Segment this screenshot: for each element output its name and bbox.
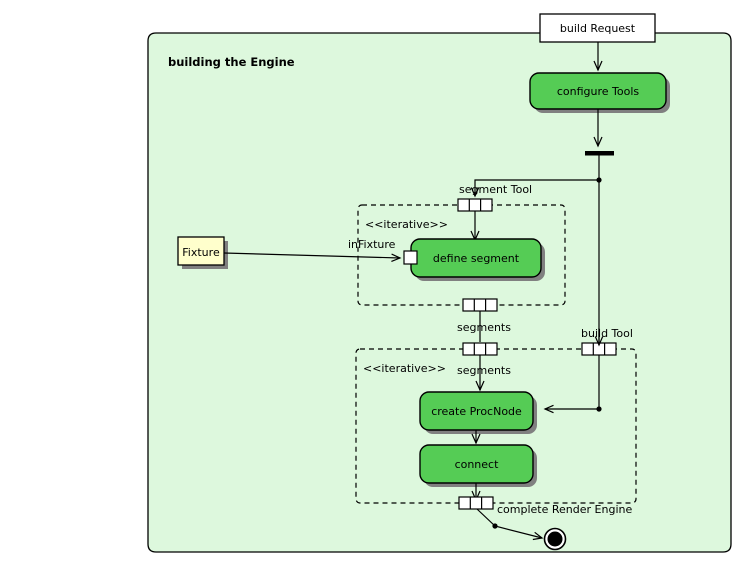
node-build-request-label: build Request bbox=[560, 22, 636, 35]
node-connect[interactable]: connect bbox=[419, 444, 537, 487]
pin-segments-out[interactable] bbox=[462, 298, 498, 312]
region-segments-stereotype: <<iterative>> bbox=[365, 218, 448, 231]
frame-title: building the Engine bbox=[168, 55, 295, 69]
pin-segments-in[interactable] bbox=[462, 342, 498, 356]
node-create-procnode[interactable]: create ProcNode bbox=[419, 391, 537, 434]
node-define-segment-label: define segment bbox=[433, 252, 520, 265]
junction-point-final bbox=[492, 523, 498, 529]
node-fixture[interactable]: Fixture bbox=[177, 236, 228, 269]
node-fork-bar[interactable] bbox=[585, 151, 614, 156]
node-configure-tools-label: configure Tools bbox=[557, 85, 640, 98]
node-create-procnode-label: create ProcNode bbox=[431, 405, 522, 418]
pin-complete-render-engine[interactable] bbox=[458, 496, 494, 510]
junction-point-build-tool bbox=[596, 406, 602, 412]
edge-label-segment-tool: segment Tool bbox=[459, 183, 532, 196]
node-connect-label: connect bbox=[455, 458, 500, 471]
junction-point-segment-tool bbox=[596, 177, 602, 183]
edge-label-build-tool: build Tool bbox=[581, 327, 633, 340]
node-final[interactable] bbox=[543, 527, 567, 551]
edge-fixture-to-define-segment bbox=[223, 252, 402, 263]
edge-fork-to-segment-tool-pin bbox=[470, 179, 599, 198]
edge-label-segments-in: segments bbox=[457, 364, 511, 377]
region-procnodes-stereotype: <<iterative>> bbox=[363, 362, 446, 375]
edge-label-complete-render-engine: complete Render Engine bbox=[497, 503, 632, 516]
activity-frame bbox=[147, 32, 732, 553]
pin-segment-tool-in[interactable] bbox=[457, 198, 493, 212]
node-build-request[interactable]: build Request bbox=[539, 13, 656, 43]
node-fixture-label: Fixture bbox=[182, 246, 220, 259]
node-define-segment[interactable]: define segment bbox=[410, 238, 545, 281]
edge-label-segments-out: segments bbox=[457, 321, 511, 334]
pin-define-segment-input[interactable] bbox=[403, 250, 418, 265]
node-configure-tools[interactable]: configure Tools bbox=[529, 72, 670, 113]
edge-label-in-fixture: inFixture bbox=[348, 238, 396, 251]
